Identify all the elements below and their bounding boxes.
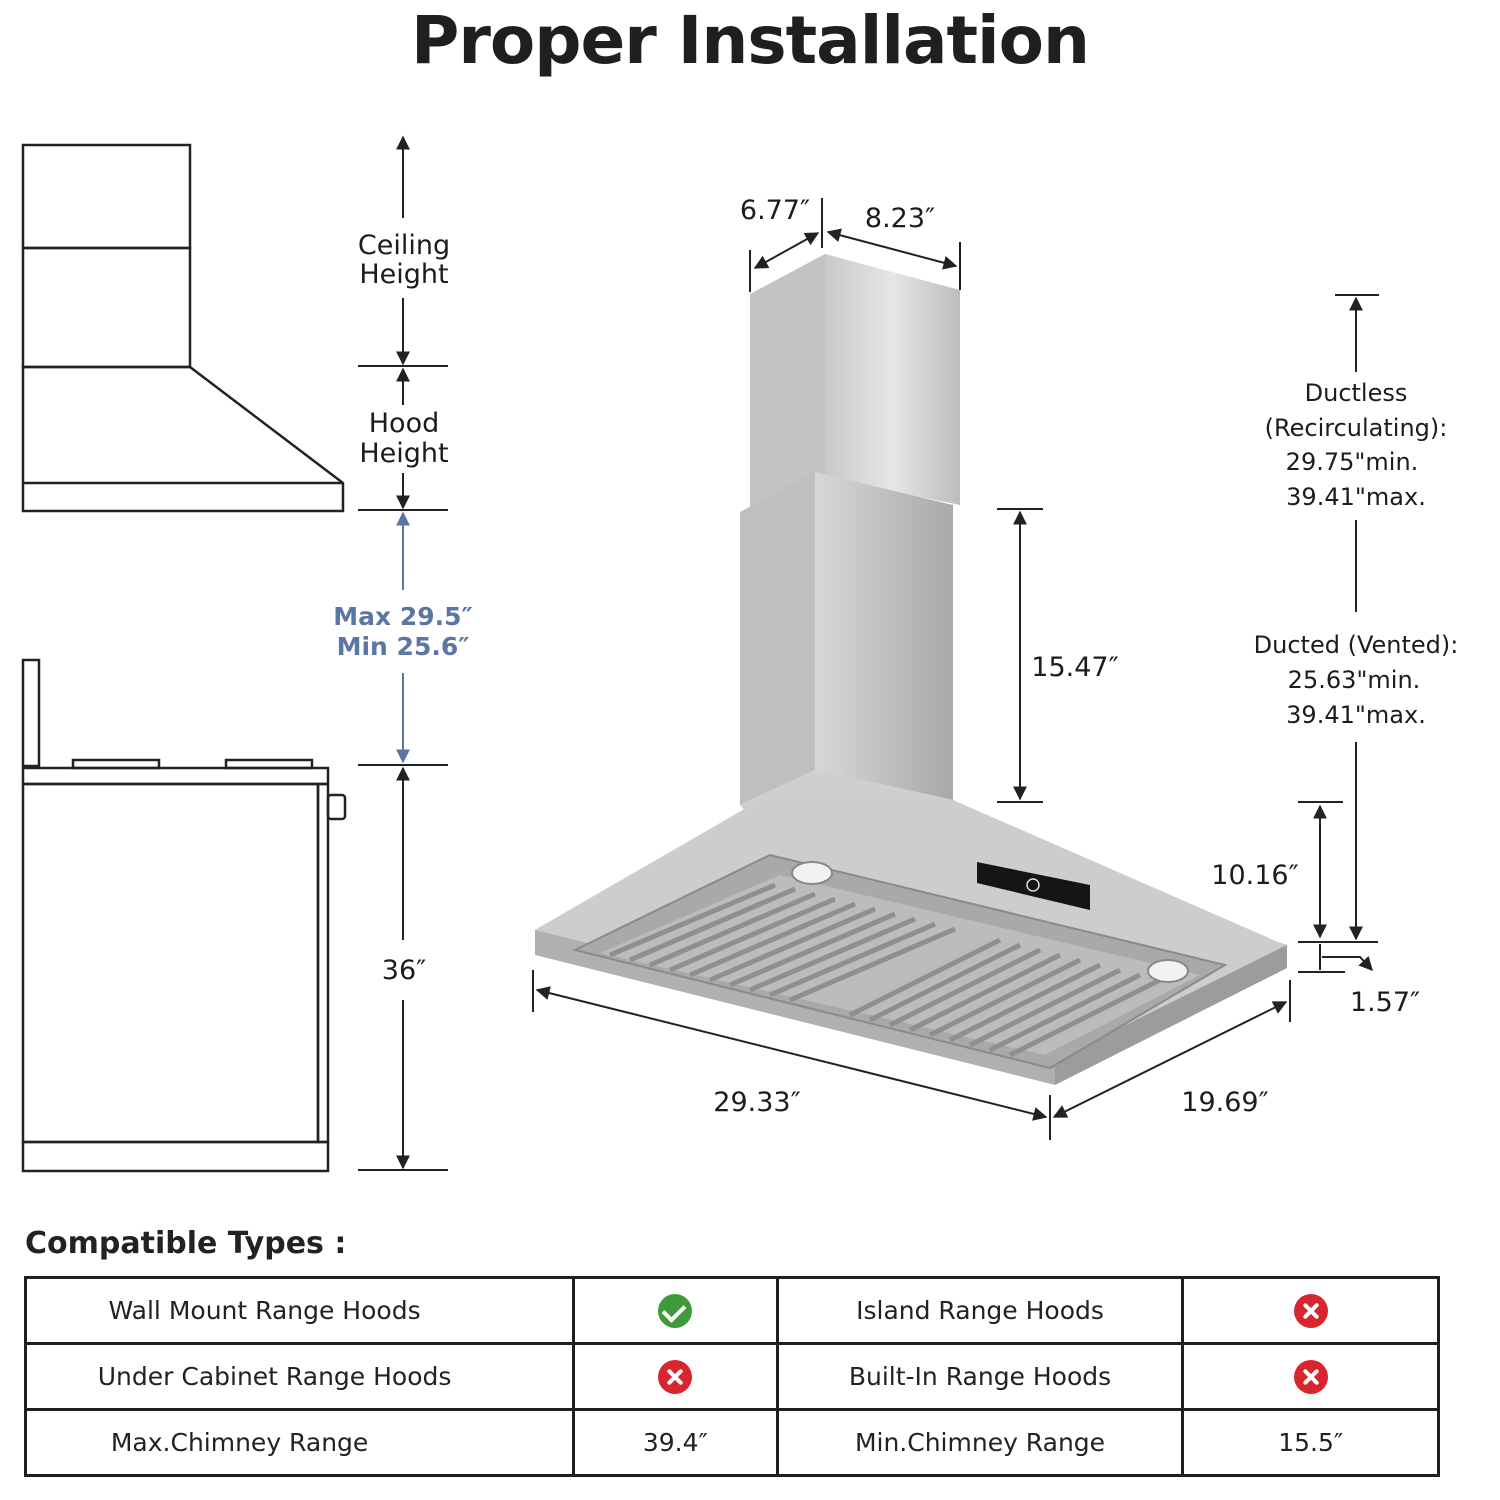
table-cell: Built-In Range Hoods xyxy=(775,1342,1185,1411)
table-cell: Wall Mount Range Hoods xyxy=(23,1276,576,1345)
ducted-label: Ducted (Vented): xyxy=(1254,631,1459,659)
ductless-min: 29.75"min. xyxy=(1286,448,1419,476)
stove-base xyxy=(21,1140,330,1173)
ductless-label: Ductless xyxy=(1305,379,1408,407)
max-clearance-label: Max 29.5″ xyxy=(333,602,472,631)
table-row: Under Cabinet Range Hoods Built-In Range… xyxy=(23,1342,1440,1411)
built-in-status xyxy=(1181,1342,1440,1411)
installation-diagram: Ceiling Height Hood Height Max 29.5″ Min… xyxy=(21,135,1459,1173)
table-cell: Island Range Hoods xyxy=(775,1276,1185,1345)
ductless-max: 39.41"max. xyxy=(1286,483,1426,511)
compatible-types-heading: Compatible Types : xyxy=(25,1226,347,1261)
ductless-label-2: (Recirculating): xyxy=(1265,414,1448,442)
hood-height-label-2: Height xyxy=(359,438,448,469)
check-icon xyxy=(658,1293,693,1328)
page-title: Proper Installation xyxy=(411,2,1090,79)
table-cell: Min.Chimney Range xyxy=(775,1408,1185,1477)
table-row: Wall Mount Range Hoods Island Range Hood… xyxy=(23,1276,1440,1345)
hood-side-outline xyxy=(21,365,345,513)
chimney-width-label: 8.23″ xyxy=(865,203,935,234)
table-cell: Max.Chimney Range xyxy=(23,1408,576,1477)
hood-dimension-lines xyxy=(532,198,1379,1140)
range-hood-illustration xyxy=(535,254,1287,1085)
cross-icon xyxy=(1293,1293,1328,1328)
row-label: Wall Mount Range Hoods xyxy=(108,1296,421,1325)
ducted-min: 25.63"min. xyxy=(1288,666,1421,694)
upper-chimney-height-label: 15.47″ xyxy=(1031,652,1118,683)
ceiling-height-label: Ceiling xyxy=(358,230,450,261)
chimney-depth-label: 6.77″ xyxy=(740,195,810,226)
ducted-max: 39.41"max. xyxy=(1286,701,1426,729)
cross-icon xyxy=(1293,1359,1328,1394)
min-chimney-value: 15.5″ xyxy=(1181,1408,1440,1477)
side-dimensions xyxy=(358,135,448,1171)
row-label: Max.Chimney Range xyxy=(110,1428,369,1457)
table-row: Max.Chimney Range 39.4″ Min.Chimney Rang… xyxy=(23,1408,1440,1477)
row-label: Under Cabinet Range Hoods xyxy=(97,1362,452,1391)
table-cell: Under Cabinet Range Hoods xyxy=(23,1342,576,1411)
lower-chimney-outline xyxy=(21,246,192,369)
row-label: Min.Chimney Range xyxy=(854,1428,1106,1457)
max-chimney-value: 39.4″ xyxy=(572,1408,779,1477)
hood-width-label: 29.33″ xyxy=(713,1087,800,1118)
under-cabinet-status xyxy=(572,1342,779,1411)
compatibility-table: Wall Mount Range Hoods Island Range Hood… xyxy=(23,1276,1440,1477)
stove-knob xyxy=(326,793,347,821)
row-label: Island Range Hoods xyxy=(856,1296,1104,1325)
stove-body xyxy=(21,782,320,1144)
island-status xyxy=(1181,1276,1440,1345)
wall-mount-status xyxy=(572,1276,779,1345)
canopy-height-label: 10.16″ xyxy=(1211,860,1298,891)
min-clearance-label: Min 25.6″ xyxy=(337,632,470,661)
row-label: Built-In Range Hoods xyxy=(848,1362,1112,1391)
bottom-rim-label: 1.57″ xyxy=(1350,987,1420,1018)
ceiling-height-label-2: Height xyxy=(359,259,448,290)
upper-chimney-outline xyxy=(21,143,192,250)
cooktop xyxy=(21,766,330,786)
counter-height-label: 36″ xyxy=(382,955,426,986)
side-elevation xyxy=(21,143,347,1173)
cross-icon xyxy=(658,1359,693,1394)
stove-backguard xyxy=(21,658,41,768)
hood-depth-label: 19.69″ xyxy=(1181,1087,1268,1118)
hood-height-label: Hood xyxy=(369,408,439,439)
